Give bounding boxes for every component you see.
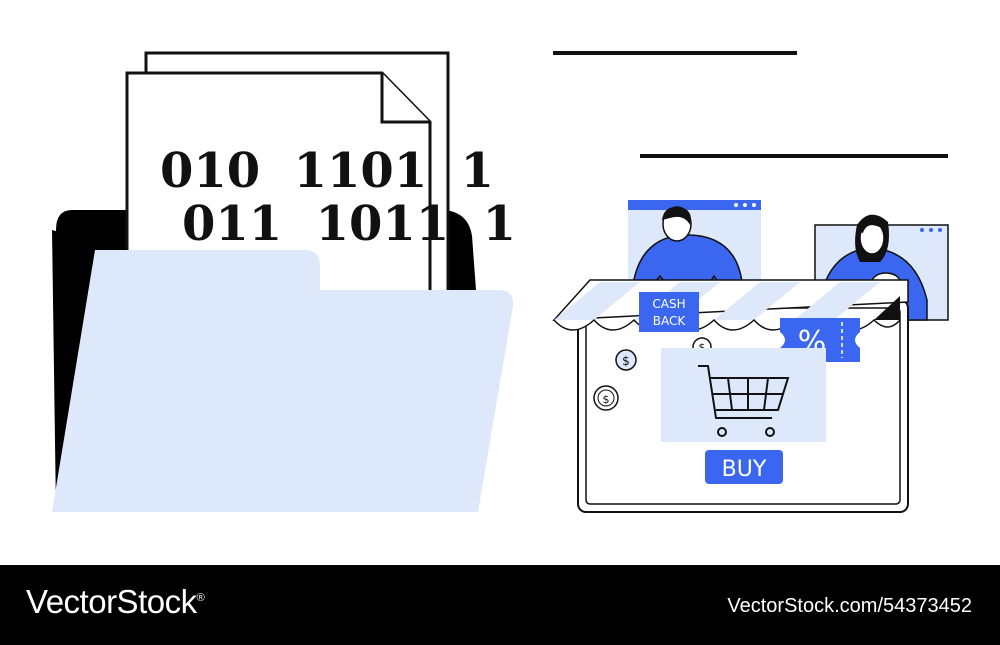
footer-bar: VectorStock® VectorStock.com/54373452 <box>0 565 1000 645</box>
asset-id-link[interactable]: VectorStock.com/54373452 <box>727 595 972 617</box>
illustration: 010 1101 1 011 1011 1 <box>52 51 949 513</box>
svg-text:$: $ <box>699 341 706 354</box>
folder-front <box>52 250 514 512</box>
buy-button[interactable]: BUY <box>705 450 783 484</box>
svg-text:$: $ <box>603 393 610 406</box>
coin-icon: $ <box>615 349 637 371</box>
buy-button-label: BUY <box>722 457 767 482</box>
cashback-line-1: CASH <box>652 297 685 311</box>
coin-icon: $ <box>593 385 619 411</box>
binary-line-1: 010 1101 1 <box>160 143 494 199</box>
cashback-tag: CASH BACK <box>639 292 699 332</box>
cashback-line-2: BACK <box>653 314 687 328</box>
binary-line-2: 011 1011 1 <box>182 196 516 252</box>
brand-logo[interactable]: VectorStock® <box>26 583 205 620</box>
svg-text:$: $ <box>622 354 630 368</box>
shopping-cart-icon <box>698 365 790 437</box>
